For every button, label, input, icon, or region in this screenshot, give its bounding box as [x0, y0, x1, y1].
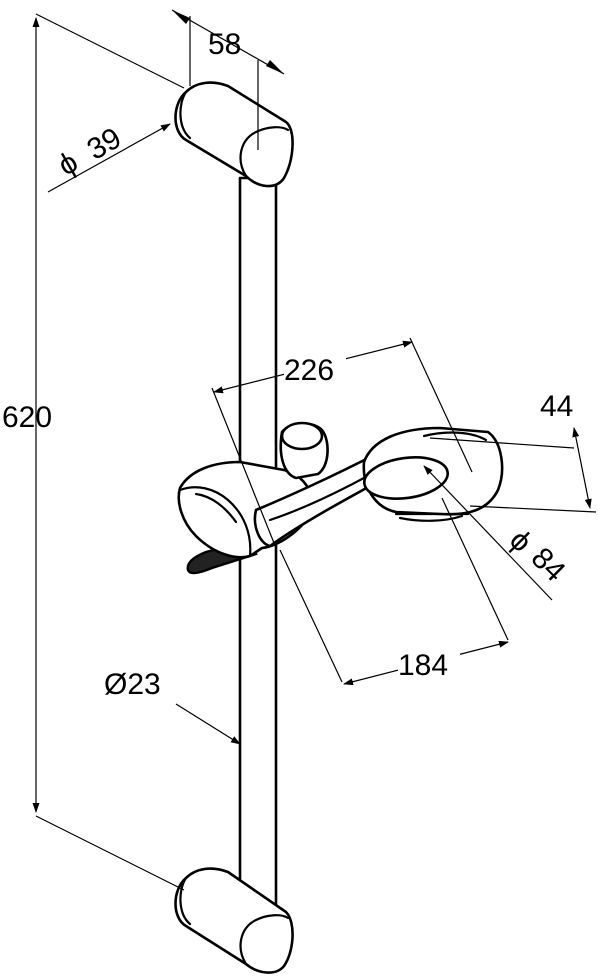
dim-head-depth-label: 44	[540, 390, 573, 423]
dim-line-head-depth	[572, 427, 592, 509]
diameter-symbol: ϕ	[53, 145, 84, 182]
dim-line-head-diameter	[423, 465, 553, 601]
dim-bracket-diameter-label: 39	[82, 121, 127, 166]
bottom-wall-bracket	[174, 867, 294, 974]
dim-line-bracket-diameter	[47, 123, 171, 193]
dim-height-label: 620	[2, 401, 52, 434]
dim-bracket-depth-label: 58	[208, 28, 241, 61]
dim-rail-diameter-label: Ø23	[104, 668, 161, 701]
dim-head-reach-label: 226	[284, 354, 334, 387]
dim-head-diameter-label: 84	[525, 541, 572, 588]
shower-rail-assembly	[174, 81, 504, 974]
dim-handle-length-label: 184	[398, 649, 448, 682]
top-wall-bracket	[174, 81, 294, 188]
dim-line-rail-diameter	[175, 703, 241, 745]
